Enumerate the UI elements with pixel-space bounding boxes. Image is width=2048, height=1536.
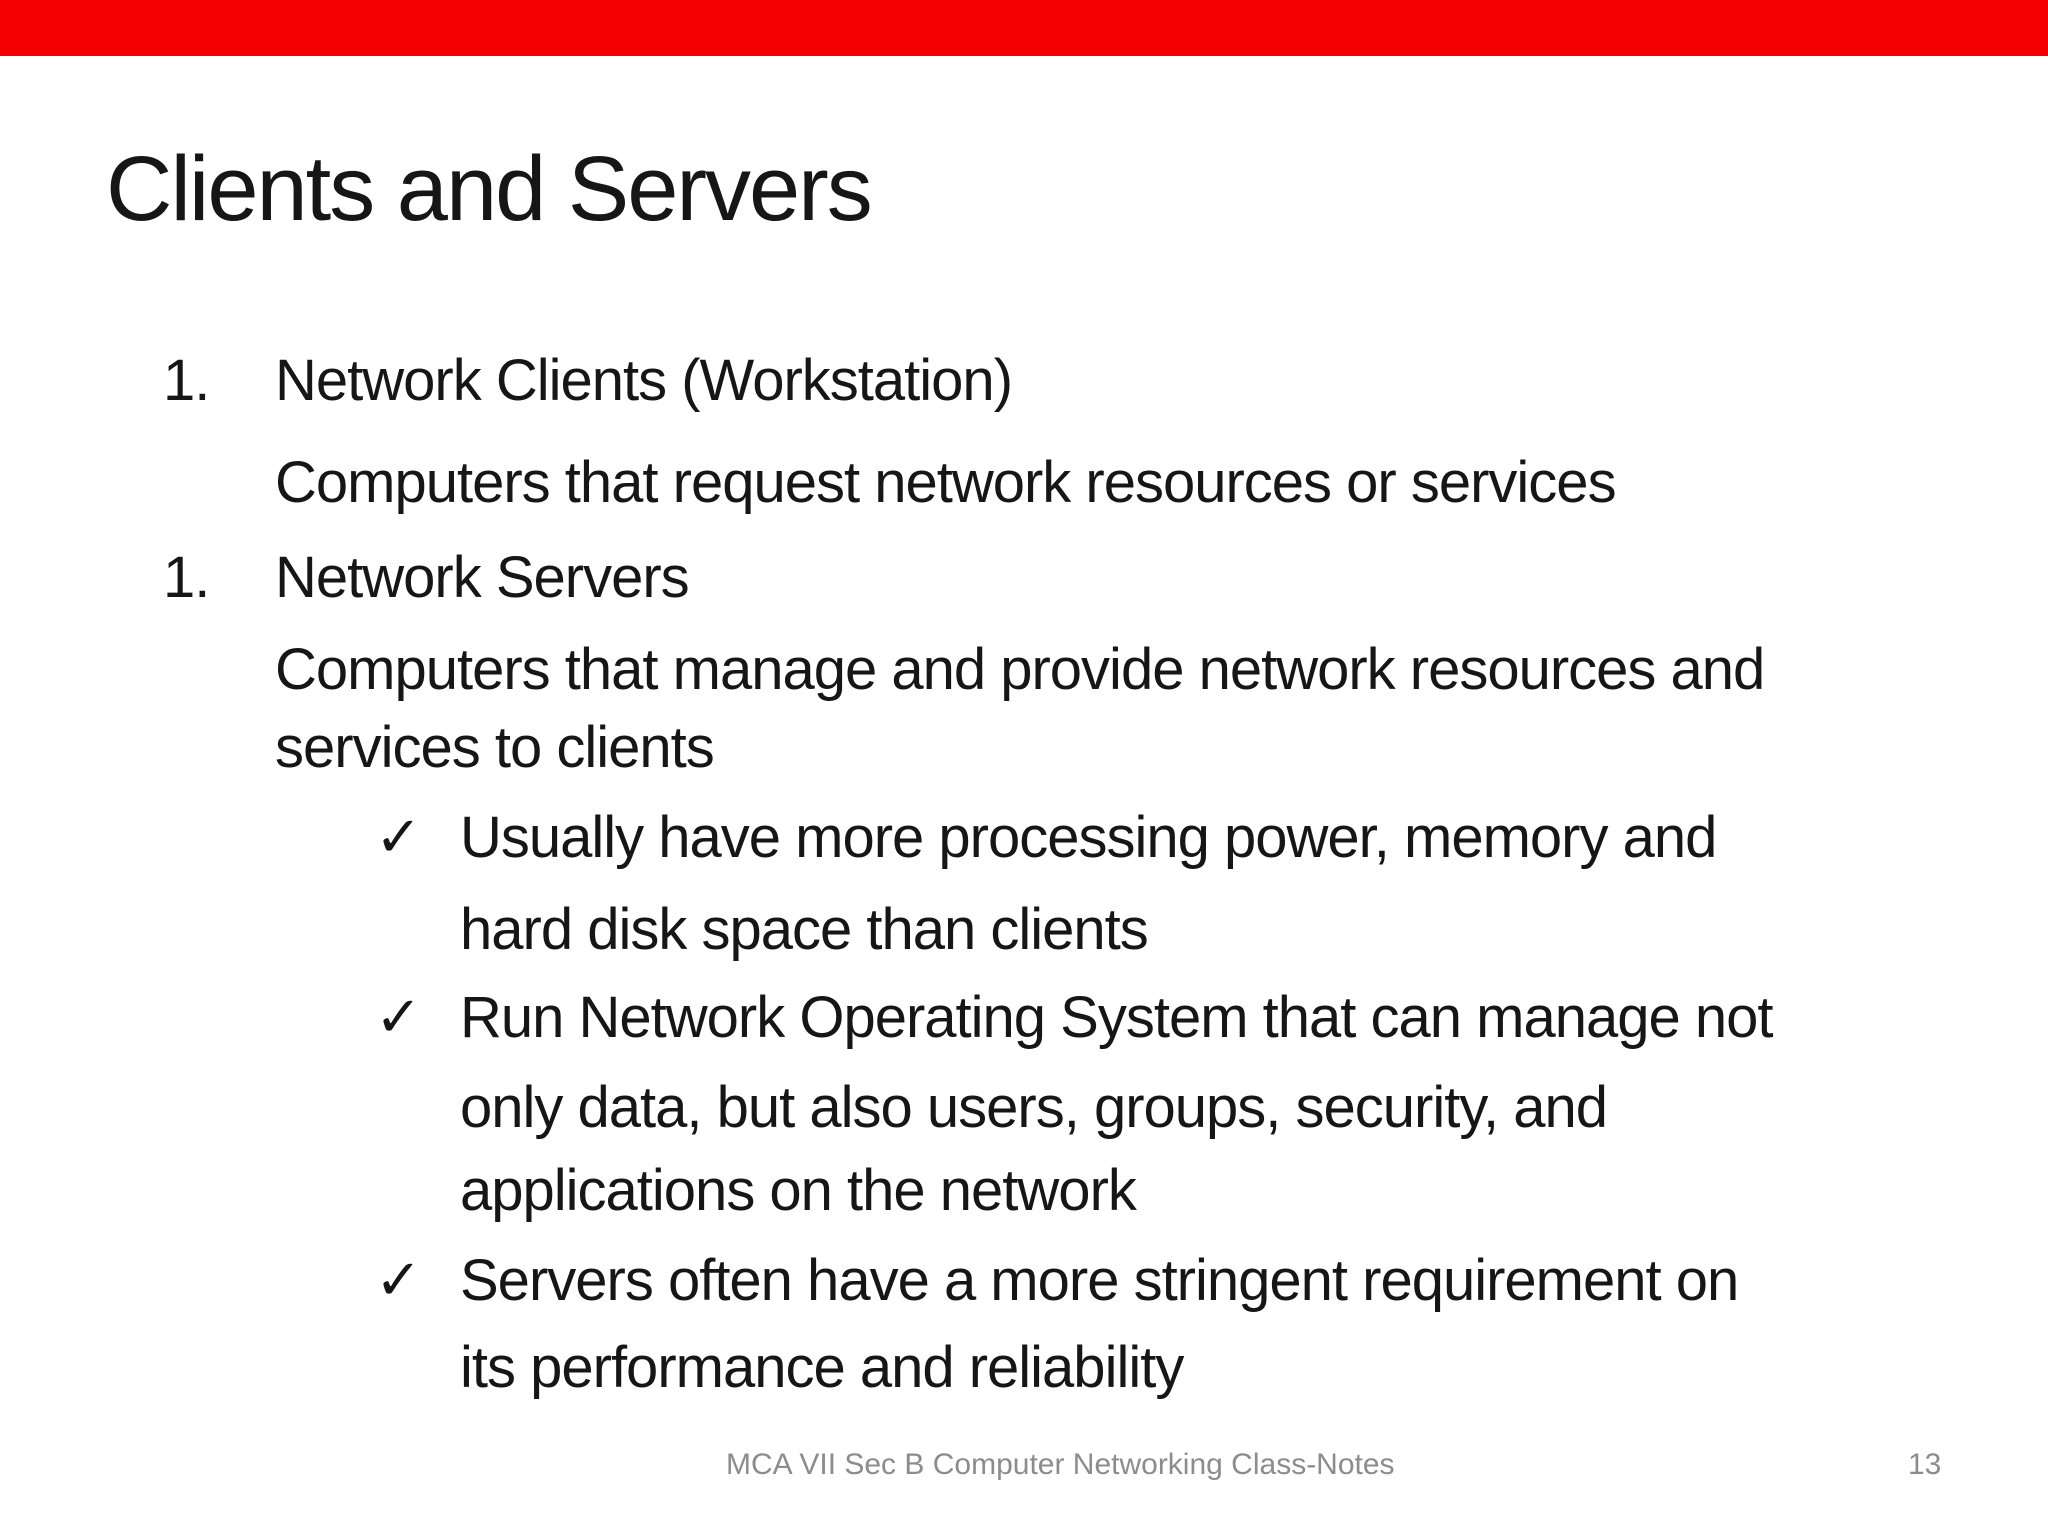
list-number: 1. [163,545,210,610]
checkmark-icon: ✓ [375,985,422,1048]
check-bullet-line: applications on the network [460,1158,1137,1223]
check-bullet-line: hard disk space than clients [460,897,1149,962]
list-number: 1. [163,348,210,413]
check-bullet-line: only data, but also users, groups, secur… [460,1075,1608,1140]
list-item-heading: Network Servers [275,545,690,610]
check-bullet-line: Servers often have a more stringent requ… [460,1248,1739,1313]
description-line: Computers that manage and provide networ… [275,637,1765,702]
page-number: 13 [1908,1448,1942,1481]
description-line: services to clients [275,715,715,780]
top-accent-bar [0,0,2048,56]
description-line: Computers that request network resources… [275,450,1617,515]
check-bullet-line: its performance and reliability [460,1335,1184,1400]
slide-title: Clients and Servers [106,138,873,240]
check-bullet-line: Usually have more processing power, memo… [460,805,1717,870]
footer-text: MCA VII Sec B Computer Networking Class-… [726,1448,1395,1481]
checkmark-icon: ✓ [375,1248,422,1311]
list-item-heading: Network Clients (Workstation) [275,348,1013,413]
checkmark-icon: ✓ [375,805,422,868]
check-bullet-line: Run Network Operating System that can ma… [460,985,1773,1050]
